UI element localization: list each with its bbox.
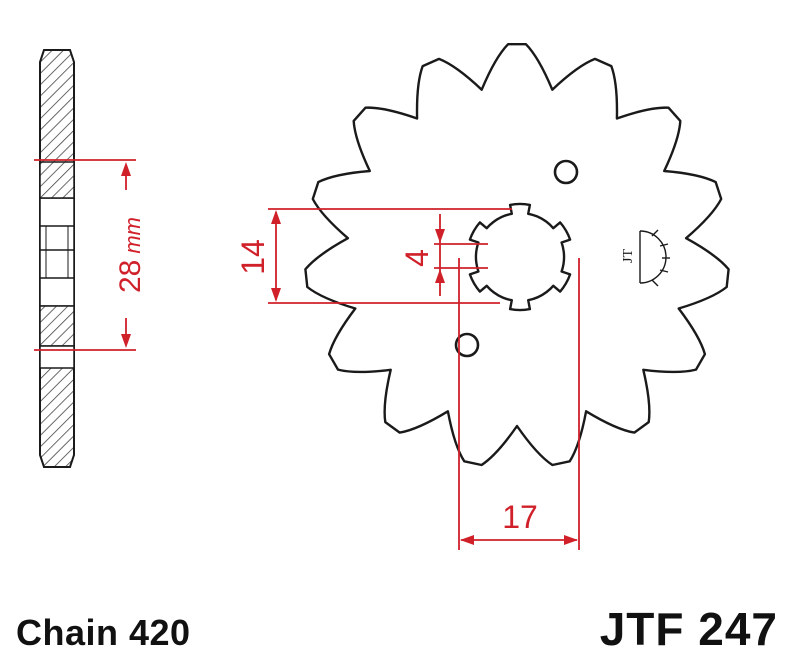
mounting-hole-top <box>553 159 579 185</box>
side-width-unit: mm <box>120 217 145 254</box>
part-number-label: JTF 247 <box>599 603 778 655</box>
spline-bore <box>468 202 572 312</box>
side-profile-hub <box>39 197 75 307</box>
spline-width-label: 17 <box>502 499 538 535</box>
mounting-hole-bottom <box>454 332 480 358</box>
side-width-value: 28 <box>114 260 147 293</box>
svg-text:JT: JT <box>621 249 636 263</box>
jt-logo-mark: JT <box>621 229 670 287</box>
side-width-label: 28 mm <box>114 217 147 293</box>
side-profile-hub-hatch-bottom <box>39 305 75 347</box>
side-profile-hub-hatch-top <box>39 161 75 199</box>
sprocket-side-view <box>39 49 75 468</box>
chain-size-label: Chain 420 <box>16 612 191 653</box>
keyway-label: 4 <box>399 249 435 267</box>
hub-height-dimension <box>268 208 512 304</box>
hub-height-label: 14 <box>235 239 271 275</box>
keyway-dimension <box>434 214 488 296</box>
spline-width-dimension <box>458 258 580 550</box>
side-width-dimension <box>34 159 136 351</box>
